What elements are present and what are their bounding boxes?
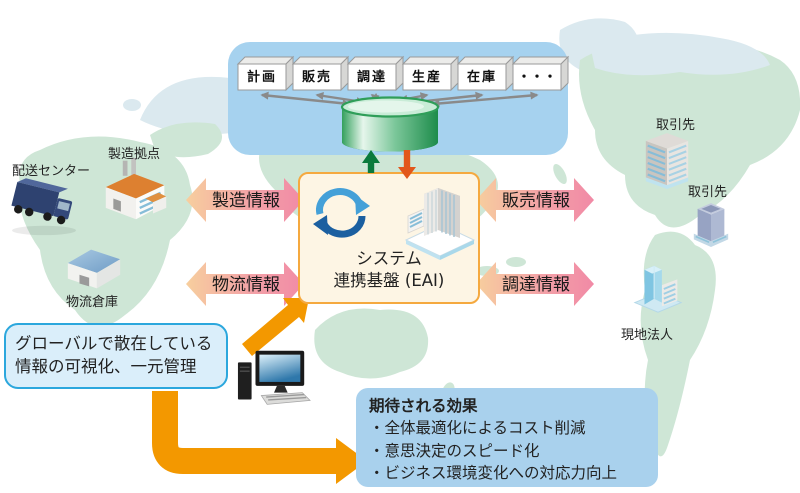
- sales-flow-label: 販売情報: [502, 191, 570, 211]
- office-building-icon: [633, 265, 683, 313]
- desktop-pc-icon: [237, 350, 311, 405]
- db-eai-arrows: [362, 150, 416, 179]
- erp-module-label: 販売: [301, 70, 332, 85]
- sales-flow-arrow: [476, 178, 594, 222]
- effects-box: 期待される効果 ・全体最適化によるコスト削減 ・意思決定のスピード化 ・ビジネス…: [356, 388, 658, 487]
- erp-module-label: 計画: [246, 70, 277, 85]
- map-australia: [314, 308, 429, 379]
- eai-title-line1: システム: [356, 249, 422, 268]
- map-uk: [123, 99, 141, 111]
- effects-item: ・ビジネス環境変化への対応力向上: [369, 464, 618, 483]
- procurement-flow-arrow: [476, 262, 594, 306]
- partner-top-label: 取引先: [656, 118, 696, 133]
- erp-module-label: 調達: [356, 70, 387, 85]
- eai-platform-box: システム 連携基盤 (EAI): [298, 172, 480, 304]
- map-island: [506, 257, 526, 267]
- database-icon: [340, 96, 440, 152]
- flow-arrows: [186, 178, 594, 306]
- erp-module-boxes: [236, 55, 570, 92]
- factory-icon: [105, 157, 167, 220]
- eai-title-line2: 連携基盤 (EAI): [333, 270, 445, 290]
- erp-module-label: 在庫: [466, 70, 497, 85]
- effects-item: ・意思決定のスピード化: [369, 441, 540, 460]
- procurement-flow-label: 調達情報: [502, 275, 570, 295]
- local-subsidiary-label: 現地法人: [621, 328, 674, 343]
- manufacturing-flow-label: 製造情報: [212, 191, 280, 211]
- down-orange-arrow: [398, 150, 416, 179]
- callout-line2: 情報の可視化、一元管理: [15, 357, 197, 377]
- effects-item: ・全体最適化によるコスト削減: [369, 419, 586, 438]
- truck-icon: [11, 178, 76, 236]
- logistics-flow-label: 物流情報: [212, 275, 280, 295]
- delivery-center-label: 配送センター: [12, 164, 91, 179]
- partner-bottom-label: 取引先: [688, 185, 728, 200]
- effects-title: 期待される効果: [369, 397, 478, 415]
- map-arctic-america: [590, 32, 770, 76]
- callout-to-effects-arrow: [152, 391, 367, 484]
- up-green-arrow: [362, 150, 380, 173]
- map-europe: [150, 122, 223, 158]
- erp-module-label: 生産: [411, 70, 442, 85]
- sync-icon: [313, 188, 370, 238]
- logistics-flow-arrow: [186, 262, 304, 306]
- manufacturing-site-label: 製造拠点: [108, 147, 161, 162]
- map-japan: [553, 164, 567, 184]
- office-building-icon: [693, 203, 729, 247]
- callout-bubble: グローバルで散在している 情報の可視化、一元管理: [4, 323, 228, 389]
- logistics-warehouse-label: 物流倉庫: [66, 295, 119, 310]
- callout-line1: グローバルで散在している: [15, 334, 213, 353]
- pc-to-eai-arrow: [242, 298, 309, 356]
- office-building-icon: [404, 188, 476, 260]
- erp-module-label: ・・・: [517, 70, 557, 85]
- eai-platform-title: システム 連携基盤 (EAI): [300, 248, 478, 292]
- office-building-icon: [645, 133, 689, 189]
- warehouse-icon: [67, 249, 121, 289]
- map-north-america: [579, 42, 800, 228]
- manufacturing-flow-arrow: [186, 178, 304, 222]
